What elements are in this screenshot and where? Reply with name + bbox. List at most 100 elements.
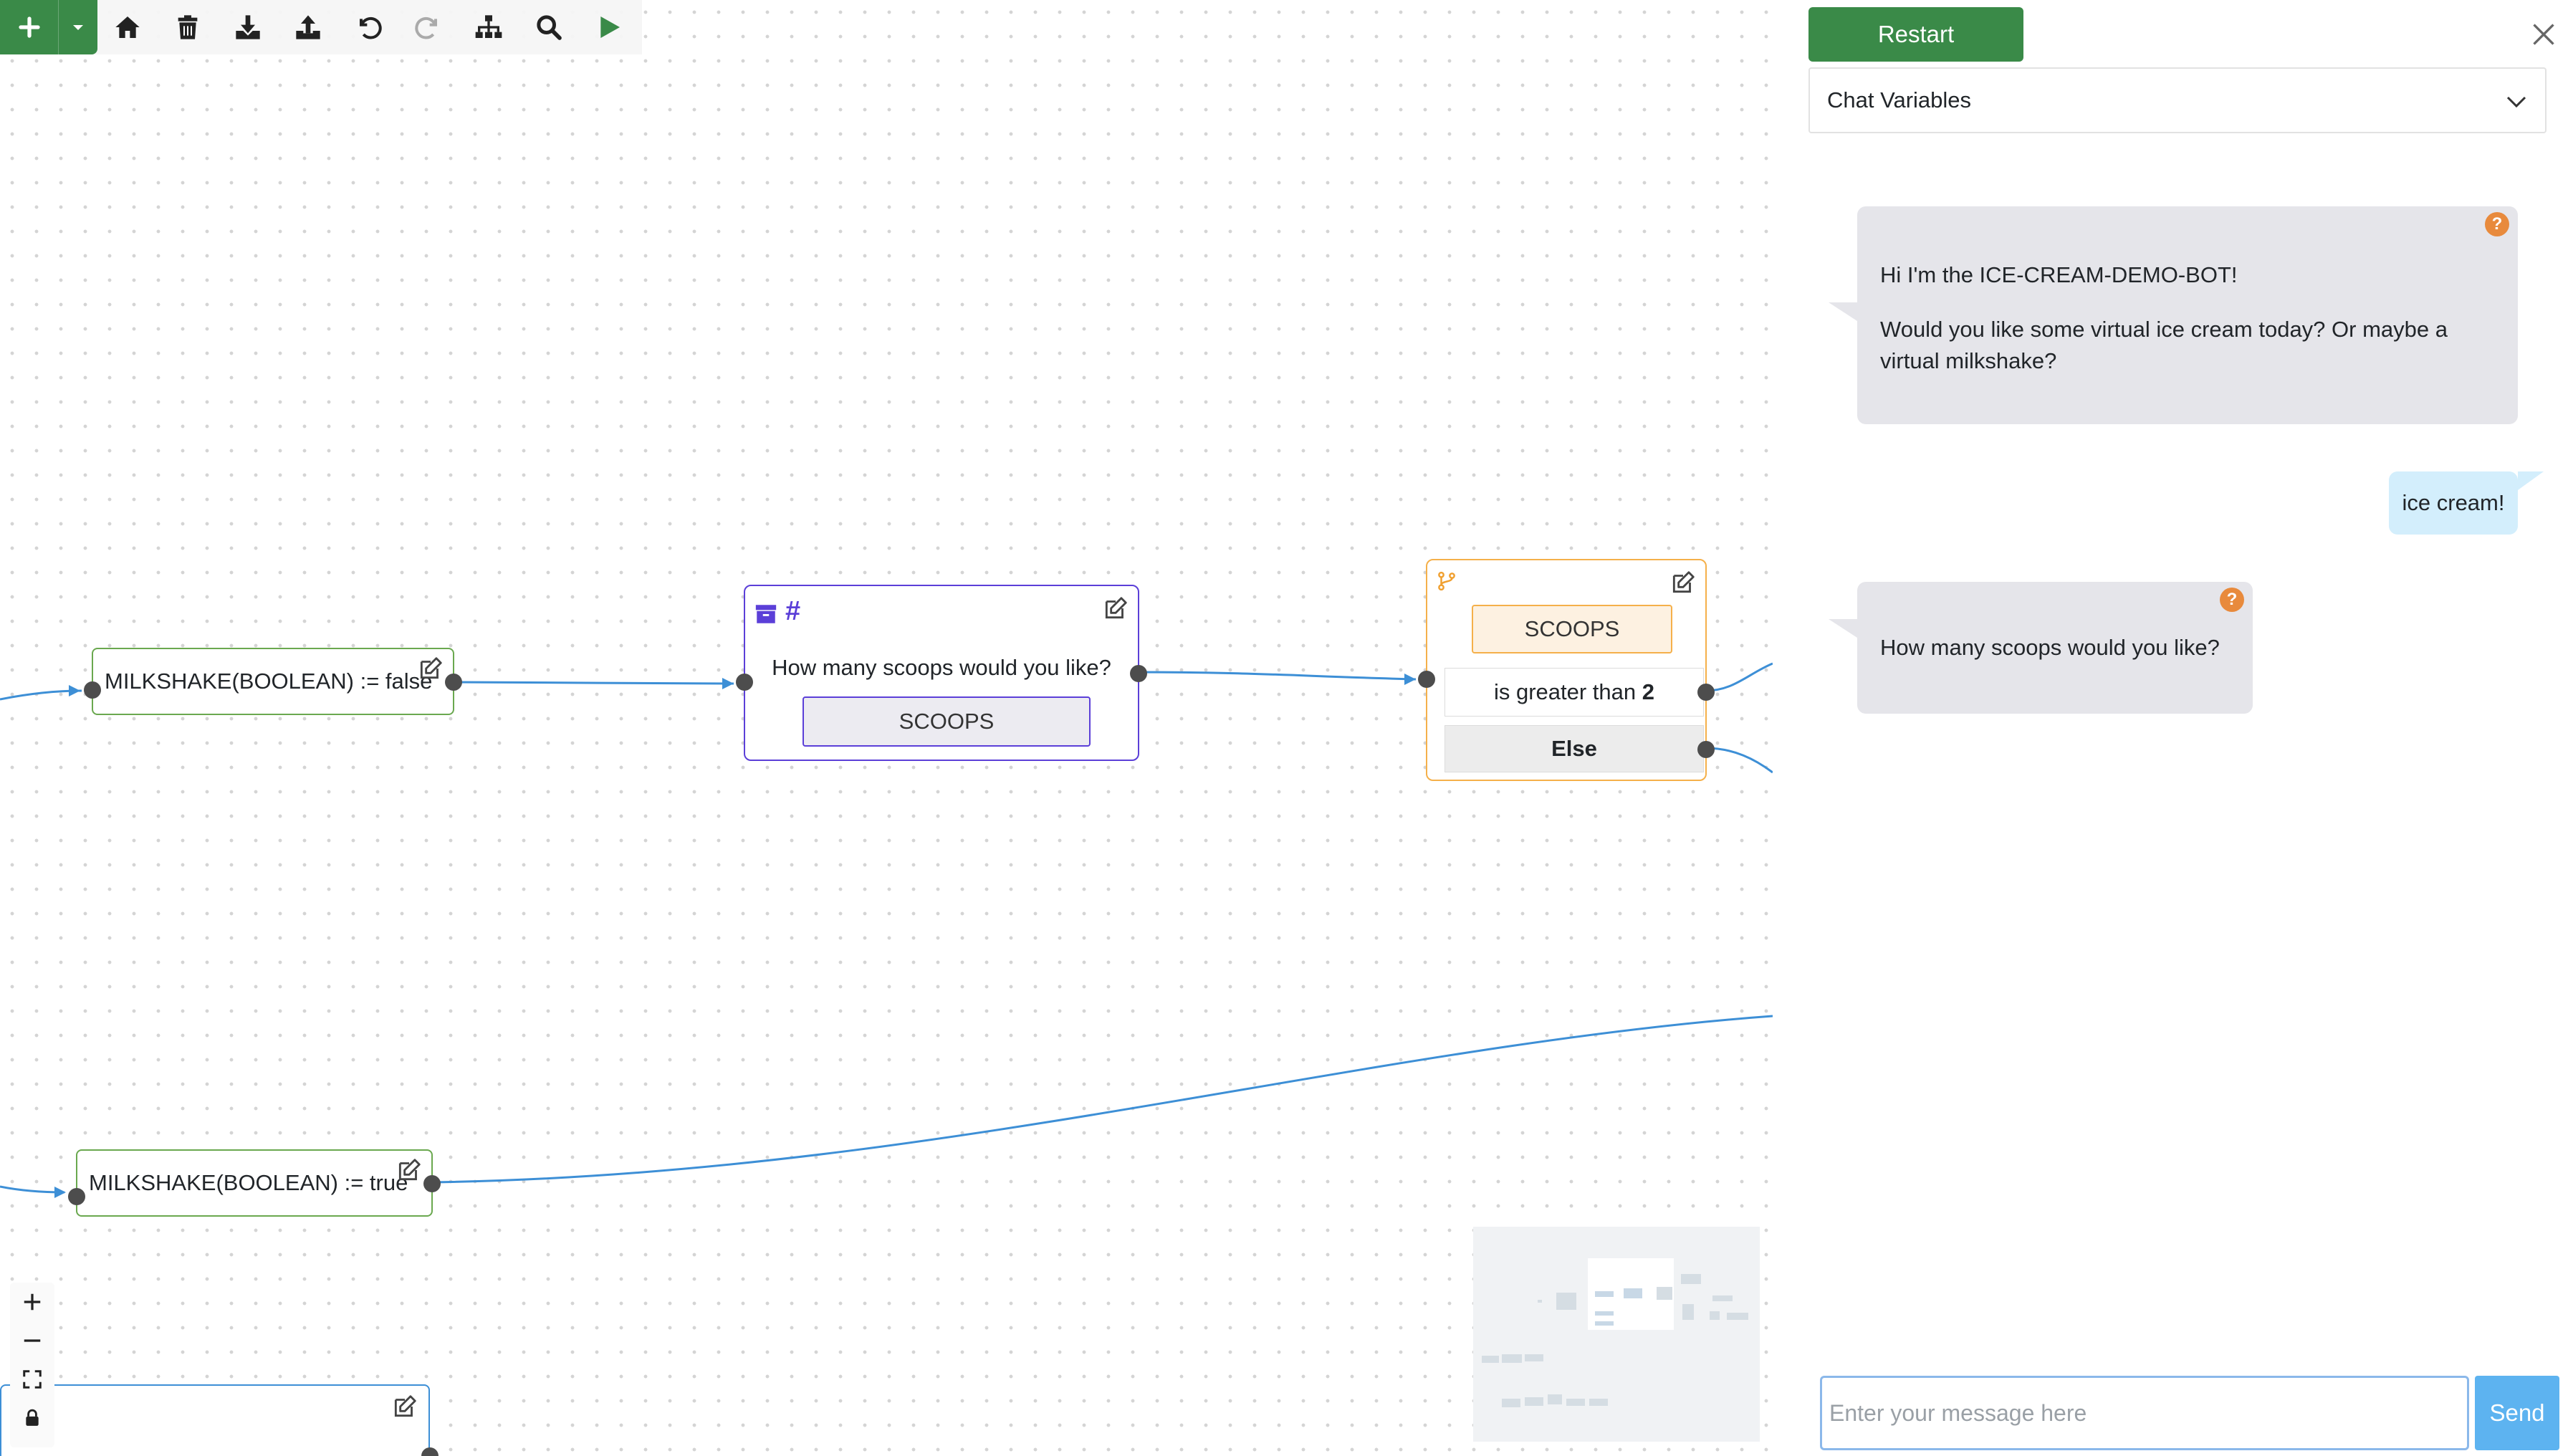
send-button[interactable]: Send xyxy=(2475,1376,2559,1450)
user-message: ice cream! xyxy=(2389,471,2544,535)
edge-condition-else-out xyxy=(1705,747,1773,774)
minimap-node xyxy=(1548,1394,1562,1404)
edit-icon[interactable] xyxy=(391,1393,418,1420)
help-icon[interactable]: ? xyxy=(2220,588,2244,612)
flow-toolbar xyxy=(0,0,642,54)
output-handle[interactable] xyxy=(1130,665,1147,682)
minus-icon xyxy=(24,1339,41,1342)
undo-button[interactable] xyxy=(338,0,398,54)
edge-arrowhead xyxy=(722,678,734,689)
upload-button[interactable] xyxy=(278,0,338,54)
trash-icon xyxy=(178,15,198,39)
home-icon xyxy=(115,16,140,38)
play-icon xyxy=(600,16,620,38)
output-handle[interactable] xyxy=(421,1447,439,1456)
restart-button[interactable]: Restart xyxy=(1808,7,2023,62)
flow-edges xyxy=(0,662,1773,1198)
minimap-node xyxy=(1657,1287,1672,1300)
plus-icon[interactable] xyxy=(0,14,58,40)
upload-icon xyxy=(296,15,320,39)
minimap-node xyxy=(1712,1295,1733,1301)
input-handle[interactable] xyxy=(1418,671,1435,688)
edge-question-condition xyxy=(1137,671,1417,681)
search-icon xyxy=(537,15,562,40)
edit-icon[interactable] xyxy=(1102,595,1129,622)
input-handle[interactable] xyxy=(68,1188,85,1205)
bot-message: ? Hi I'm the ICE-CREAM-DEMO-BOT! Would y… xyxy=(1829,206,2518,424)
archive-icon xyxy=(755,605,777,623)
message-input[interactable] xyxy=(1820,1376,2469,1450)
minimap-node xyxy=(1682,1304,1694,1320)
add-node-button[interactable] xyxy=(0,0,97,54)
condition-node-scoops[interactable]: SCOOPS is greater than 2 Else xyxy=(1418,559,1715,781)
assign-node-label: MILKSHAKE(BOOLEAN) := false xyxy=(105,669,433,694)
input-handle[interactable] xyxy=(84,681,101,699)
home-button[interactable] xyxy=(97,0,158,54)
question-text: How many scoops would you like? xyxy=(772,655,1111,680)
question-node-scoops[interactable]: # How many scoops would you like? SCOOPS xyxy=(736,585,1147,761)
edge-arrowhead xyxy=(54,1187,66,1198)
number-type-icon: # xyxy=(785,596,801,626)
search-button[interactable] xyxy=(519,0,579,54)
condition-rule[interactable]: is greater than 2 xyxy=(1444,668,1704,717)
output-handle-true[interactable] xyxy=(1697,684,1715,701)
zoom-out-button[interactable] xyxy=(10,1321,54,1360)
close-icon[interactable] xyxy=(2531,21,2557,47)
minimap-node xyxy=(1624,1288,1642,1298)
minimap-node xyxy=(1727,1313,1748,1320)
bot-message: ? How many scoops would you like? xyxy=(1829,582,2253,714)
layout-button[interactable] xyxy=(459,0,519,54)
zoom-in-button[interactable] xyxy=(10,1283,54,1321)
output-handle[interactable] xyxy=(445,674,462,691)
minimap-node xyxy=(1595,1321,1614,1326)
edit-icon[interactable] xyxy=(396,1156,423,1184)
condition-else[interactable]: Else xyxy=(1444,725,1704,772)
edge-arrowhead xyxy=(69,685,80,696)
help-icon[interactable]: ? xyxy=(2485,212,2509,236)
flow-canvas[interactable]: MILKSHAKE(BOOLEAN) := false # How many s… xyxy=(0,0,1773,1456)
condition-rule-value: 2 xyxy=(1642,679,1655,704)
minimap-node xyxy=(1538,1300,1542,1303)
output-handle-else[interactable] xyxy=(1697,741,1715,758)
fit-view-icon xyxy=(23,1370,42,1389)
bot-message-line: Hi I'm the ICE-CREAM-DEMO-BOT! xyxy=(1880,262,2238,287)
edge-assign-false-question xyxy=(452,681,734,685)
input-handle[interactable] xyxy=(736,674,753,691)
minimap-node xyxy=(1482,1356,1499,1363)
sitemap-icon xyxy=(475,15,502,38)
chevron-down-icon xyxy=(2506,96,2526,108)
plus-icon xyxy=(24,1293,41,1311)
lock-icon xyxy=(26,1409,39,1426)
minimap-node xyxy=(1525,1354,1543,1361)
output-handle[interactable] xyxy=(423,1175,441,1192)
assign-node-milkshake-true[interactable]: MILKSHAKE(BOOLEAN) := true xyxy=(68,1149,441,1217)
partial-node[interactable] xyxy=(0,1384,439,1456)
caret-down-icon[interactable] xyxy=(58,0,97,54)
minimap-node xyxy=(1595,1291,1614,1297)
minimap-node xyxy=(1502,1399,1520,1407)
fit-view-button[interactable] xyxy=(10,1360,54,1399)
undo-icon xyxy=(360,16,382,39)
condition-rule-prefix: is greater than xyxy=(1493,679,1637,704)
run-button[interactable] xyxy=(579,0,639,54)
edit-icon[interactable] xyxy=(417,655,444,682)
chat-variables-select[interactable]: Chat Variables xyxy=(1808,67,2547,133)
minimap-node xyxy=(1681,1274,1701,1284)
download-button[interactable] xyxy=(218,0,278,54)
assign-node-milkshake-false[interactable]: MILKSHAKE(BOOLEAN) := false xyxy=(84,648,462,715)
minimap-node xyxy=(1502,1354,1522,1363)
delete-button[interactable] xyxy=(158,0,218,54)
edge-arrowhead xyxy=(1404,674,1416,685)
redo-button[interactable] xyxy=(398,0,459,54)
edit-icon[interactable] xyxy=(1669,569,1697,596)
condition-variable-chip: SCOOPS xyxy=(1472,605,1672,653)
lock-button[interactable] xyxy=(10,1399,54,1437)
assign-node-label: MILKSHAKE(BOOLEAN) := true xyxy=(89,1170,408,1195)
user-message-text: ice cream! xyxy=(2402,490,2505,515)
chat-panel: Restart Chat Variables ? Hi I'm the ICE-… xyxy=(1773,0,2568,1456)
bot-message-line: Would you like some virtual ice cream to… xyxy=(1880,317,2448,373)
minimap-node xyxy=(1566,1399,1585,1406)
minimap[interactable] xyxy=(1473,1227,1760,1442)
zoom-controls xyxy=(10,1283,54,1447)
minimap-node xyxy=(1525,1397,1543,1406)
